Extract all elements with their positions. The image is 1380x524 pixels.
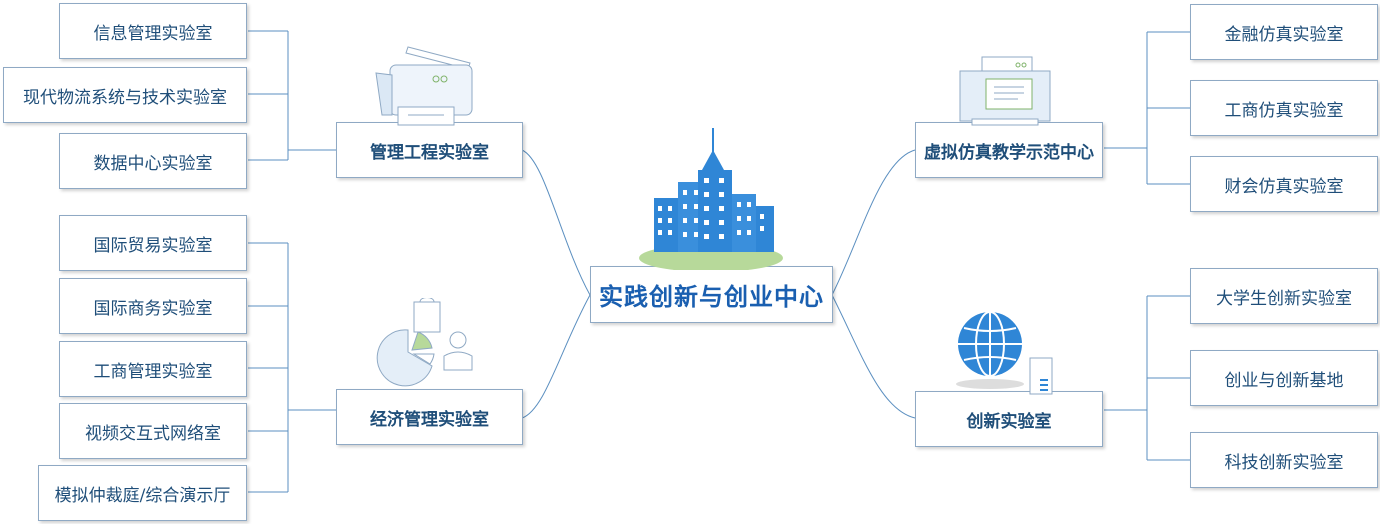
child-label: 信息管理实验室: [93, 23, 213, 44]
child-data-center-lab[interactable]: 数据中心实验室: [59, 133, 247, 189]
group-label: 创新实验室: [966, 411, 1052, 432]
child-finance-sim-lab[interactable]: 金融仿真实验室: [1190, 4, 1378, 60]
pie-chart-person-icon: [376, 298, 473, 387]
building-icon: [639, 128, 783, 270]
child-student-innovation-lab[interactable]: 大学生创新实验室: [1190, 268, 1378, 324]
printer-icon: [375, 46, 473, 126]
child-label: 工商管理实验室: [93, 361, 213, 382]
child-label: 模拟仲裁庭/综合演示厅: [54, 485, 231, 506]
group-innovation-lab[interactable]: 创新实验室: [915, 391, 1103, 447]
child-logistics-lab[interactable]: 现代物流系统与技术实验室: [3, 67, 247, 123]
child-entrepreneurship-base[interactable]: 创业与创新基地: [1190, 350, 1378, 406]
line-center-virtual-sim: [831, 149, 916, 296]
child-business-mgmt-lab[interactable]: 工商管理实验室: [59, 341, 247, 397]
child-label: 数据中心实验室: [93, 153, 213, 174]
child-label: 国际商务实验室: [93, 298, 213, 319]
group-econ-mgmt-lab[interactable]: 经济管理实验室: [336, 389, 523, 445]
group-label: 管理工程实验室: [370, 142, 489, 163]
line-center-mgmt-eng: [521, 149, 591, 296]
child-video-network-room[interactable]: 视频交互式网络室: [59, 403, 247, 459]
child-moot-court-hall[interactable]: 模拟仲裁庭/综合演示厅: [38, 465, 247, 521]
child-accounting-sim-lab[interactable]: 财会仿真实验室: [1190, 156, 1378, 212]
child-label: 大学生创新实验室: [1216, 288, 1352, 309]
child-label: 国际贸易实验室: [93, 235, 213, 256]
group-label: 经济管理实验室: [370, 409, 489, 430]
child-label: 视频交互式网络室: [85, 423, 221, 444]
child-label: 工商仿真实验室: [1224, 100, 1344, 121]
terminal-icon: [959, 56, 1051, 126]
child-intl-business-lab[interactable]: 国际商务实验室: [59, 278, 247, 334]
child-business-sim-lab[interactable]: 工商仿真实验室: [1190, 80, 1378, 136]
child-info-mgmt-lab[interactable]: 信息管理实验室: [59, 3, 247, 59]
group-mgmt-eng-lab[interactable]: 管理工程实验室: [336, 122, 523, 178]
group-virtual-sim-center[interactable]: 虚拟仿真教学示范中心: [915, 122, 1103, 178]
child-intl-trade-lab[interactable]: 国际贸易实验室: [59, 215, 247, 271]
child-label: 财会仿真实验室: [1224, 176, 1344, 197]
group-label: 虚拟仿真教学示范中心: [924, 142, 1094, 163]
center-node[interactable]: 实践创新与创业中心: [590, 266, 833, 323]
child-label: 现代物流系统与技术实验室: [23, 87, 227, 108]
child-label: 科技创新实验室: [1224, 452, 1344, 473]
child-label: 金融仿真实验室: [1224, 24, 1344, 45]
child-tech-innovation-lab[interactable]: 科技创新实验室: [1190, 432, 1378, 488]
line-center-econ-mgmt: [521, 294, 591, 419]
globe-server-icon: [956, 311, 1053, 395]
center-label: 实践创新与创业中心: [599, 282, 824, 311]
child-label: 创业与创新基地: [1224, 370, 1344, 391]
line-center-innovation: [831, 294, 916, 419]
